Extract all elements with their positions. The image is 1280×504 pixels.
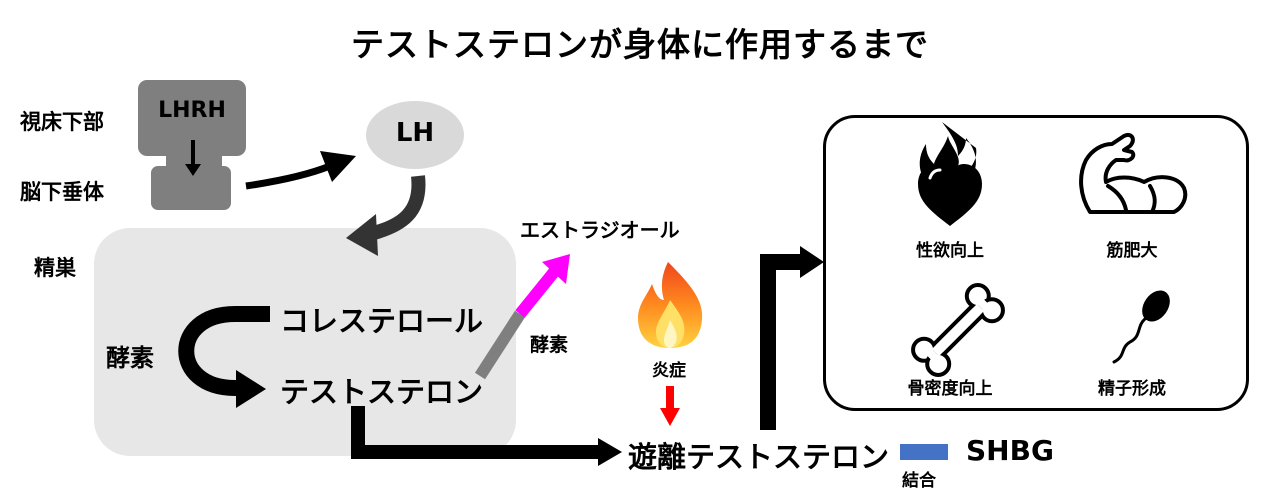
effect-sperm-label: 精子形成 (1098, 379, 1166, 399)
effect-muscle-label: 筋肥大 (1106, 241, 1158, 261)
effect-bone-label: 骨密度向上 (907, 379, 993, 399)
lh-label: LH (395, 118, 435, 148)
enzyme-label-right: 酵素 (530, 334, 569, 356)
effects-box (823, 115, 1249, 411)
flaming-heart-icon (918, 122, 982, 226)
bone-icon (911, 283, 1005, 377)
testosterone-release-arrow (351, 406, 622, 466)
lhrh-down-arrow (185, 140, 201, 176)
free-testosterone-label: 遊離テストステロン (628, 440, 890, 474)
enzyme-conversion-arrow (178, 306, 270, 408)
enzyme-label-left: 酵素 (106, 344, 154, 372)
shbg-label: SHBG (966, 434, 1054, 467)
free-testosterone-to-effects-arrow (760, 246, 824, 430)
flexed-arm-icon (1079, 133, 1188, 214)
cholesterol-label: コレステロール (280, 304, 484, 338)
testis-label: 精巣 (34, 256, 76, 280)
shbg-binding-bar (900, 444, 948, 460)
pituitary-to-lh-arrow (245, 151, 356, 190)
binding-label: 結合 (902, 471, 936, 491)
lh-oval (366, 101, 464, 169)
page-title: テストステロンが身体に作用するまで (351, 25, 929, 64)
lh-to-testis-arrow (346, 175, 426, 256)
effect-libido-label: 性欲向上 (916, 241, 984, 261)
inflammation-arrow (660, 386, 680, 426)
hypothalamus-label: 視床下部 (20, 110, 104, 134)
fire-icon (638, 262, 703, 348)
sperm-icon (1112, 290, 1170, 364)
testis-area (94, 228, 516, 456)
estradiol-conversion-arrow (474, 254, 570, 380)
inflammation-label: 炎症 (652, 361, 686, 381)
pituitary-block (151, 166, 231, 210)
lhrh-label: LHRH (158, 98, 226, 123)
testosterone-label: テストステロン (280, 375, 484, 409)
estradiol-label: エストラジオール (520, 218, 680, 242)
pituitary-label: 脳下垂体 (20, 180, 104, 204)
